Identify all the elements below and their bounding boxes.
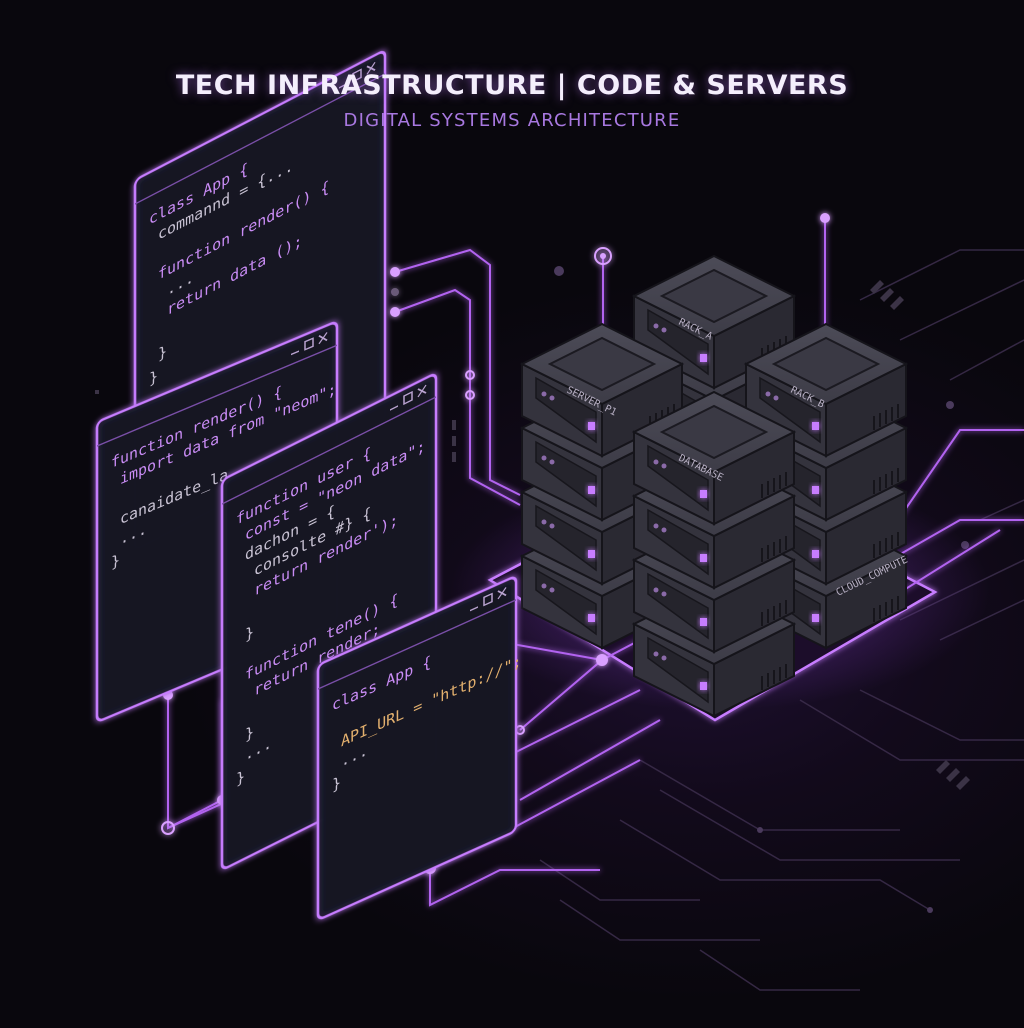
status-led [541, 583, 547, 589]
status-led [653, 459, 659, 465]
activity-led [812, 422, 819, 430]
status-led [661, 527, 667, 533]
status-led [549, 459, 555, 465]
code-line: } [245, 722, 254, 744]
activity-led [700, 554, 707, 562]
server-unit: SERVER_P1 [519, 322, 685, 458]
activity-led [588, 422, 595, 430]
maximize-icon[interactable] [304, 337, 314, 351]
code-line: } [111, 550, 120, 572]
code-line: } [158, 341, 167, 364]
server-top-panel [659, 268, 769, 324]
server-unit: RACK_B [743, 322, 909, 458]
server-stack: DATABASE [631, 390, 797, 718]
status-led [541, 455, 547, 461]
server-stacks: RACK_ARACK_BSERVER_P1DATABASECLOUD_COMPU… [519, 254, 910, 718]
close-icon[interactable] [497, 587, 507, 600]
activity-led [812, 486, 819, 494]
activity-led [812, 614, 819, 622]
minimize-icon[interactable] [291, 350, 299, 356]
activity-led [700, 354, 707, 362]
code-line: } [332, 772, 341, 794]
server-unit: DATABASE [631, 390, 797, 526]
server-top-panel [771, 336, 881, 392]
status-led [661, 327, 667, 333]
page-title: TECH INFRASTRUCTURE | CODE & SERVERS [175, 70, 849, 101]
activity-led [700, 618, 707, 626]
activity-led [588, 486, 595, 494]
status-led [541, 391, 547, 397]
status-led [661, 591, 667, 597]
status-led [661, 655, 667, 661]
code-line: } [236, 766, 245, 788]
status-led [541, 519, 547, 525]
server-top-panel [659, 404, 769, 460]
stripe-decorations [95, 280, 970, 790]
close-icon[interactable] [417, 384, 427, 398]
status-led [653, 651, 659, 657]
status-led [549, 395, 555, 401]
status-led [653, 323, 659, 329]
status-led [549, 587, 555, 593]
status-led [549, 523, 555, 529]
activity-led [588, 550, 595, 558]
code-windows: class App {commannd = {... function rend… [95, 50, 522, 920]
status-led [661, 463, 667, 469]
minimize-icon[interactable] [470, 606, 478, 612]
activity-led [700, 682, 707, 690]
status-led [653, 523, 659, 529]
maximize-icon[interactable] [352, 68, 362, 83]
close-icon[interactable] [366, 61, 376, 75]
code-window-4: class App { API_URL = "http://";...} [316, 576, 522, 920]
server-unit: RACK_A [631, 254, 797, 390]
activity-led [588, 614, 595, 622]
server-top-panel [547, 336, 657, 392]
activity-led [812, 550, 819, 558]
code-window-3: function user {const = "neon data";dacho… [220, 373, 438, 870]
maximize-icon[interactable] [483, 592, 493, 607]
status-led [653, 587, 659, 593]
minimize-icon[interactable] [339, 83, 347, 89]
code-line: } [245, 622, 254, 644]
code-line: } [149, 366, 158, 389]
status-led [765, 391, 771, 397]
activity-led [700, 490, 707, 498]
minimize-icon[interactable] [390, 405, 398, 411]
code-line [111, 490, 120, 512]
status-led [773, 395, 779, 401]
close-icon[interactable] [318, 332, 328, 345]
page-subtitle: DIGITAL SYSTEMS ARCHITECTURE [343, 110, 681, 131]
maximize-icon[interactable] [403, 390, 413, 406]
